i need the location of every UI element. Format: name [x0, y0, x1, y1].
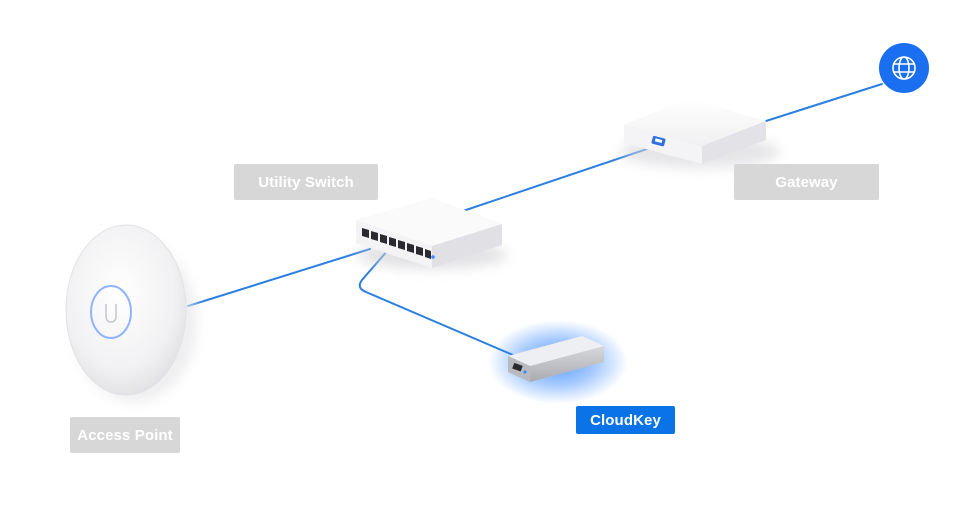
ap-led-ring — [90, 285, 132, 339]
gateway-device[interactable] — [620, 99, 780, 168]
link-lines — [187, 83, 883, 359]
internet-node[interactable] — [879, 43, 929, 93]
switch-status-led — [431, 255, 435, 259]
link-switch-accesspoint — [187, 248, 371, 307]
ubiquiti-logo-icon — [105, 304, 117, 323]
cloudkey-port — [512, 362, 523, 372]
link-switch-cloudkey — [358, 249, 521, 359]
utility-switch-device[interactable] — [356, 198, 507, 269]
utility-switch-label[interactable]: Utility Switch — [234, 164, 378, 200]
cloudkey-device[interactable] — [488, 320, 628, 404]
link-internet-gateway — [765, 83, 883, 122]
cloudkey-led — [523, 370, 527, 374]
access-point-label[interactable]: Access Point — [70, 417, 180, 453]
gateway-label[interactable]: Gateway — [734, 164, 879, 200]
link-gateway-switch — [459, 147, 651, 213]
cloudkey-label[interactable]: CloudKey — [576, 406, 675, 434]
access-point-device[interactable] — [65, 224, 197, 402]
switch-ports — [362, 228, 431, 259]
globe-icon — [892, 56, 916, 80]
